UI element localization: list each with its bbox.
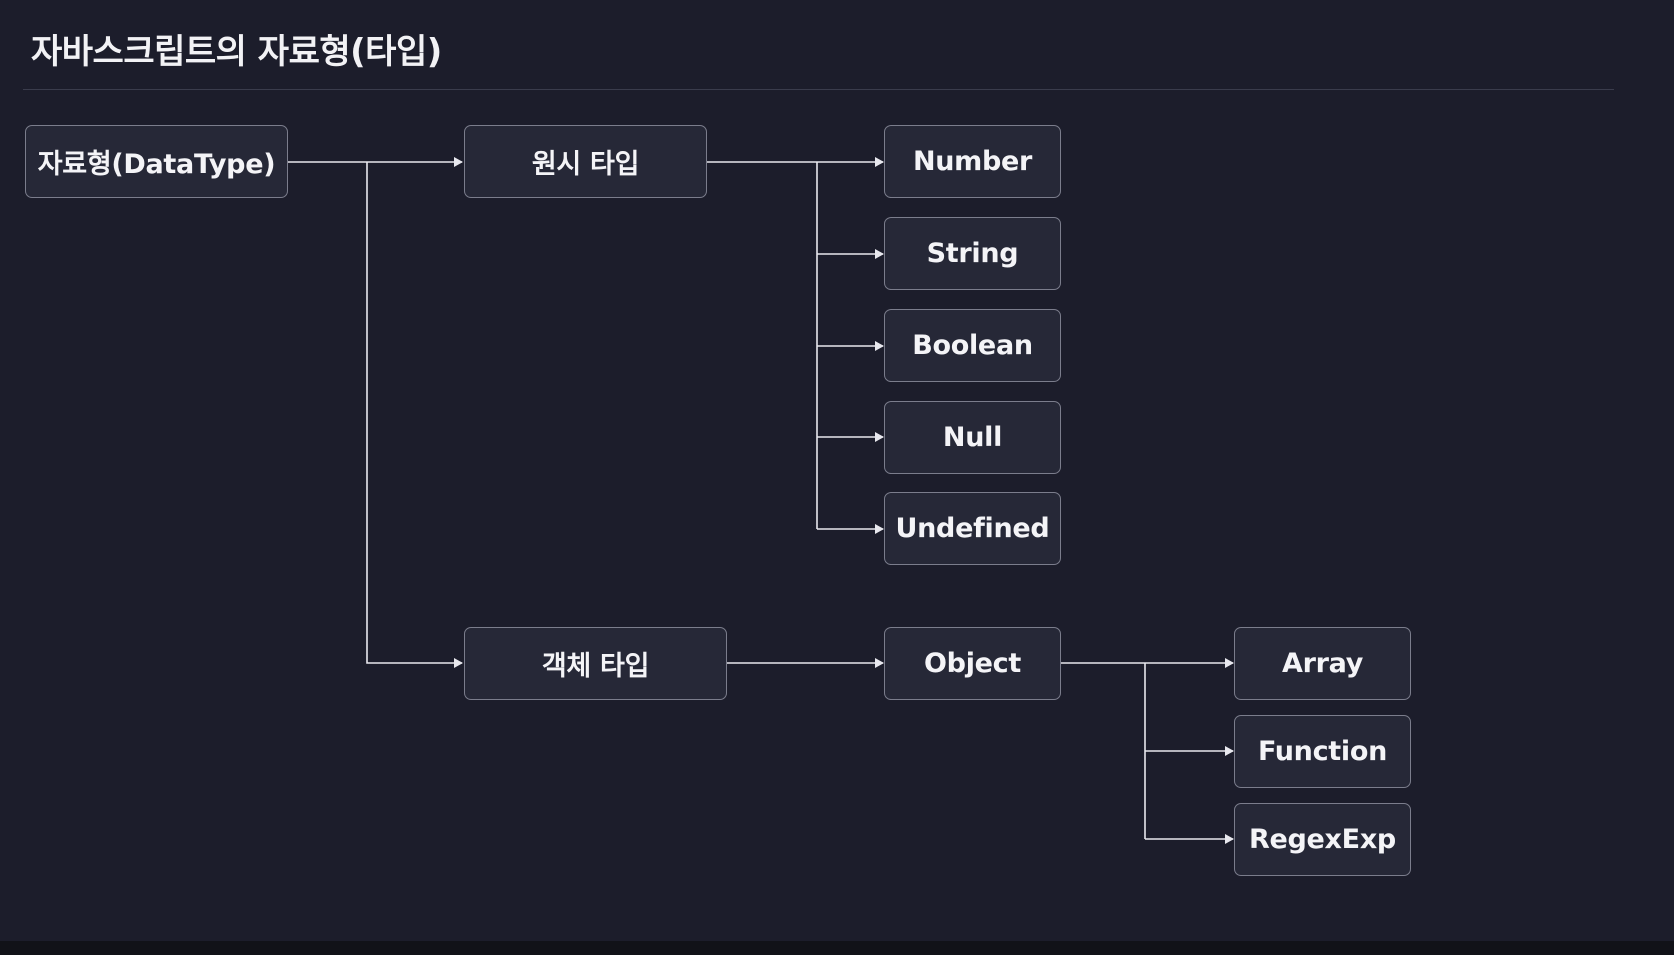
bottom-bar [0, 941, 1674, 955]
page-title: 자바스크립트의 자료형(타입) [31, 32, 442, 72]
node-undefined: Undefined [884, 492, 1061, 565]
edge-root-object-type [366, 162, 463, 668]
node-function: Function [1234, 715, 1411, 788]
node-object-type: 객체 타입 [464, 627, 727, 700]
node-primitive-type: 원시 타입 [464, 125, 707, 198]
node-boolean: Boolean [884, 309, 1061, 382]
node-array: Array [1234, 627, 1411, 700]
node-regexexp: RegexExp [1234, 803, 1411, 876]
title-divider [23, 89, 1614, 90]
node-string: String [884, 217, 1061, 290]
node-datatype: 자료형(DataType) [25, 125, 288, 198]
node-null: Null [884, 401, 1061, 474]
node-number: Number [884, 125, 1061, 198]
node-object: Object [884, 627, 1061, 700]
